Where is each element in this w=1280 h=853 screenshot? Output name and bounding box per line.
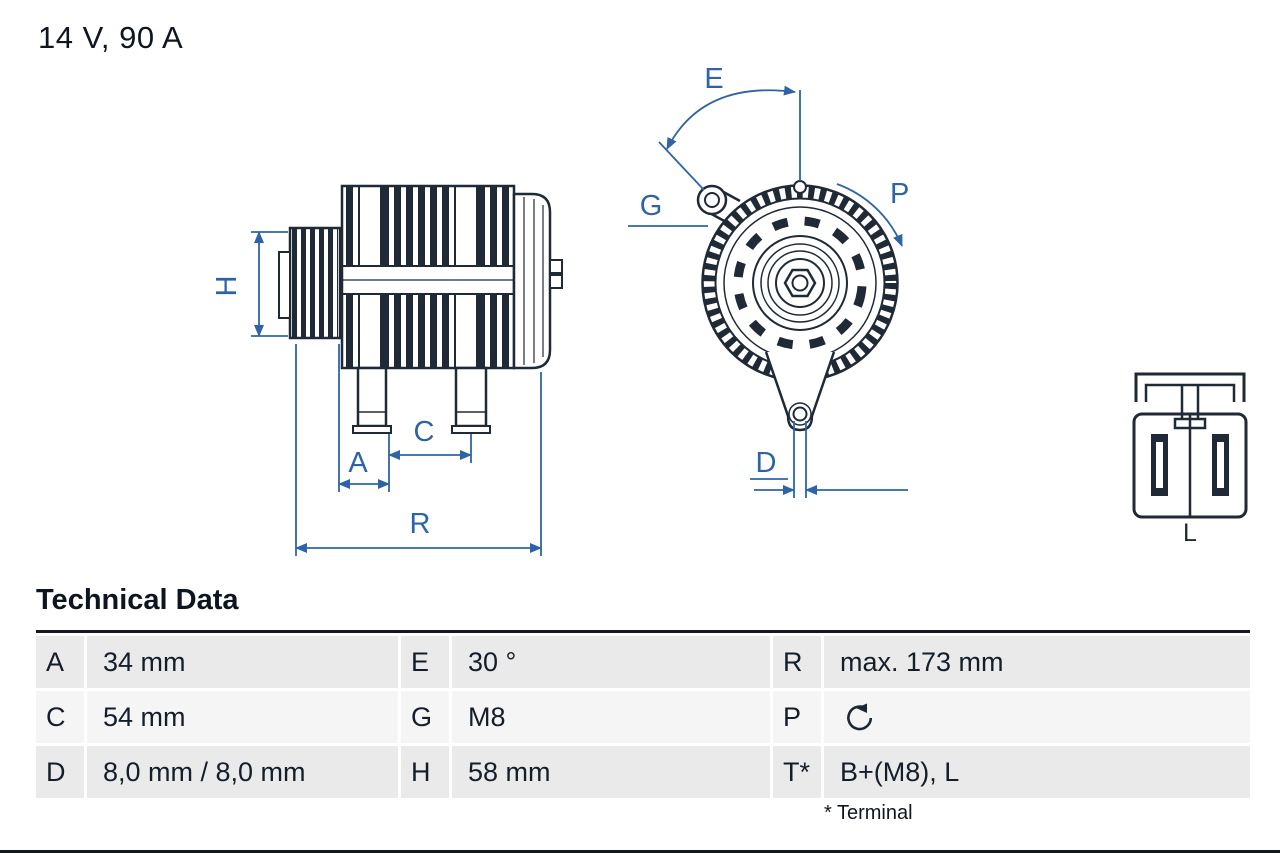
front-view-dimensions bbox=[628, 85, 908, 498]
rotation-direction-icon bbox=[847, 703, 873, 731]
spec-h-value: 58 mm bbox=[452, 746, 770, 798]
side-view-drawing bbox=[278, 184, 563, 434]
technical-data-heading: Technical Data bbox=[36, 584, 239, 616]
spec-c-value: 54 mm bbox=[87, 691, 398, 743]
spec-a-key: A bbox=[36, 636, 84, 688]
spec-c-key: C bbox=[36, 691, 84, 743]
spec-p-value bbox=[824, 691, 1250, 743]
spec-t-value: B+(M8), L bbox=[824, 746, 1250, 798]
mounting-ear bbox=[696, 184, 728, 216]
pulley-hub bbox=[278, 251, 291, 319]
dim-label-h: H bbox=[211, 276, 243, 297]
spec-d-value: 8,0 mm / 8,0 mm bbox=[87, 746, 398, 798]
spec-r-key: R bbox=[773, 636, 821, 688]
spec-d-key: D bbox=[36, 746, 84, 798]
spec-r-value: max. 173 mm bbox=[824, 636, 1250, 688]
spec-e-value: 30 ° bbox=[452, 636, 770, 688]
spec-p-key: P bbox=[773, 691, 821, 743]
mounting-legs bbox=[352, 366, 491, 434]
technical-data-table: A 34 mm E 30 ° R max. 173 mm C 54 mm G M… bbox=[36, 630, 1250, 798]
dim-label-p: P bbox=[890, 178, 909, 210]
side-view-dimensions bbox=[251, 231, 542, 556]
dim-label-g: G bbox=[640, 190, 663, 222]
rear-housing bbox=[512, 192, 552, 370]
spec-t-key: T* bbox=[773, 746, 821, 798]
voltage-amperage-rating: 14 V, 90 A bbox=[38, 20, 184, 55]
connector-drawing: L bbox=[1132, 372, 1248, 547]
top-hole bbox=[793, 180, 807, 194]
fan-slots bbox=[733, 216, 867, 350]
bottom-lug bbox=[764, 351, 836, 432]
spec-g-value: M8 bbox=[452, 691, 770, 743]
bottom-divider bbox=[0, 850, 1280, 853]
connector-label: L bbox=[1183, 519, 1197, 547]
spec-h-key: H bbox=[401, 746, 449, 798]
dim-label-e: E bbox=[704, 63, 723, 95]
dim-label-c: C bbox=[414, 416, 435, 448]
dim-label-a: A bbox=[348, 447, 368, 479]
terminal-stud bbox=[549, 259, 563, 274]
alternator-technical-drawing: H A C R bbox=[211, 63, 1248, 556]
front-view-drawing bbox=[696, 180, 899, 432]
terminal-footnote: * Terminal bbox=[824, 802, 913, 824]
spec-a-value: 34 mm bbox=[87, 636, 398, 688]
dim-label-d: D bbox=[756, 447, 777, 479]
spec-g-key: G bbox=[401, 691, 449, 743]
spec-e-key: E bbox=[401, 636, 449, 688]
dim-label-r: R bbox=[410, 508, 431, 540]
